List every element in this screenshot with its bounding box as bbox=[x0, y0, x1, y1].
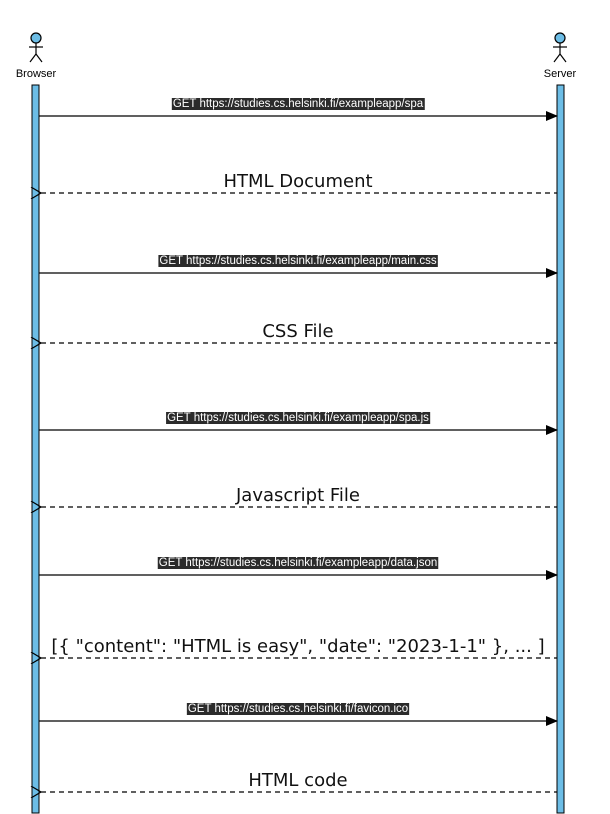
message-list: GET https://studies.cs.helsinki.fi/examp… bbox=[39, 98, 558, 792]
response-label: [{ "content": "HTML is easy", "date": "2… bbox=[51, 636, 544, 657]
request-label-background bbox=[186, 703, 410, 715]
response-label: HTML Document bbox=[223, 171, 372, 192]
response-message: CSS File bbox=[41, 321, 557, 343]
response-message: HTML code bbox=[41, 770, 557, 792]
response-label: CSS File bbox=[262, 321, 333, 342]
request-label-background bbox=[166, 412, 431, 424]
browser-actor-label: Browser bbox=[16, 68, 57, 80]
response-label: Javascript File bbox=[235, 485, 360, 506]
server-actor: Server bbox=[544, 32, 577, 80]
request-label: GET https://studies.cs.helsinki.fi/examp… bbox=[159, 255, 436, 267]
request-message: GET https://studies.cs.helsinki.fi/examp… bbox=[39, 255, 558, 278]
browser-actor: Browser bbox=[16, 32, 57, 80]
server-lifeline bbox=[556, 84, 565, 814]
request-label-background bbox=[158, 255, 438, 267]
request-label: GET https://studies.cs.helsinki.fi/examp… bbox=[167, 412, 429, 424]
browser-lifeline bbox=[31, 84, 40, 814]
response-message: [{ "content": "HTML is easy", "date": "2… bbox=[41, 636, 557, 658]
request-label-background bbox=[157, 557, 439, 569]
request-message: GET https://studies.cs.helsinki.fi/examp… bbox=[39, 98, 558, 121]
request-message: GET https://studies.cs.helsinki.fi/favic… bbox=[39, 703, 558, 726]
request-label-background bbox=[171, 98, 425, 110]
response-message: HTML Document bbox=[41, 171, 557, 193]
request-label: GET https://studies.cs.helsinki.fi/favic… bbox=[188, 703, 408, 715]
request-message: GET https://studies.cs.helsinki.fi/examp… bbox=[39, 557, 558, 580]
server-actor-label: Server bbox=[544, 68, 577, 80]
response-message: Javascript File bbox=[41, 485, 557, 507]
request-label: GET https://studies.cs.helsinki.fi/examp… bbox=[173, 98, 424, 110]
browser-actor-icon bbox=[29, 32, 43, 63]
request-label: GET https://studies.cs.helsinki.fi/examp… bbox=[159, 557, 438, 569]
request-message: GET https://studies.cs.helsinki.fi/examp… bbox=[39, 412, 558, 435]
response-label: HTML code bbox=[248, 770, 347, 791]
server-actor-icon bbox=[553, 32, 567, 63]
